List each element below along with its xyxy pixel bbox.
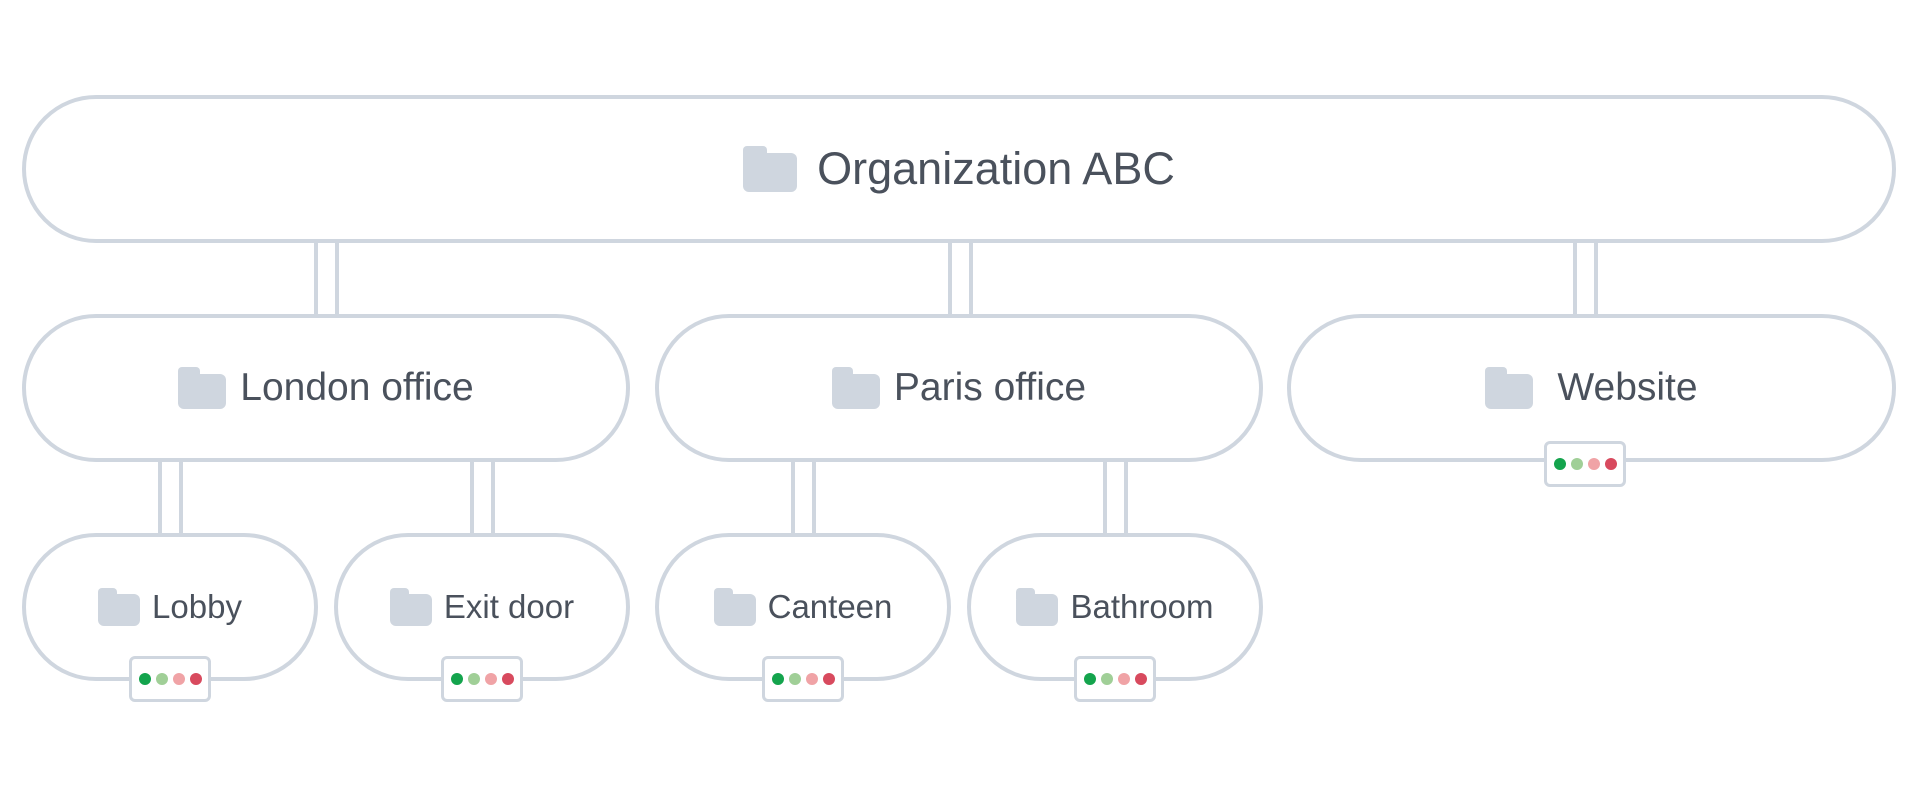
node-website[interactable]: Website bbox=[1287, 314, 1896, 462]
status-dot bbox=[138, 673, 151, 685]
node-label: Organization ABC bbox=[817, 143, 1175, 194]
status-dot bbox=[450, 673, 463, 685]
node-paris-office[interactable]: Paris office bbox=[655, 314, 1263, 462]
node-label: London office bbox=[240, 366, 474, 409]
status-indicator bbox=[441, 656, 523, 702]
folder-icon bbox=[1485, 367, 1534, 409]
node-label: Website bbox=[1557, 366, 1698, 409]
status-dot bbox=[1134, 673, 1147, 685]
status-dot bbox=[822, 673, 835, 685]
status-dot bbox=[155, 673, 168, 685]
status-dot bbox=[467, 673, 480, 685]
node-lobby[interactable]: Lobby bbox=[22, 533, 318, 681]
node-label: Bathroom bbox=[1070, 588, 1214, 625]
node-organization-abc[interactable]: Organization ABC bbox=[22, 95, 1896, 243]
folder-icon bbox=[743, 146, 798, 192]
node-label: Canteen bbox=[767, 588, 893, 625]
folder-icon bbox=[98, 588, 141, 626]
status-dot bbox=[501, 673, 514, 685]
status-dot bbox=[1604, 458, 1617, 470]
status-indicator bbox=[1074, 656, 1156, 702]
status-indicator bbox=[762, 656, 844, 702]
status-dot bbox=[1083, 673, 1096, 685]
folder-icon bbox=[1016, 588, 1059, 626]
node-london-office[interactable]: London office bbox=[22, 314, 630, 462]
status-dot bbox=[484, 673, 497, 685]
status-dot bbox=[1570, 458, 1583, 470]
status-dot bbox=[805, 673, 818, 685]
folder-icon bbox=[178, 367, 227, 409]
status-dot bbox=[1553, 458, 1566, 470]
status-dot bbox=[189, 673, 202, 685]
folder-icon bbox=[713, 588, 756, 626]
node-label: Paris office bbox=[893, 366, 1087, 409]
status-dot bbox=[788, 673, 801, 685]
folder-icon bbox=[831, 367, 880, 409]
status-dot bbox=[1587, 458, 1600, 470]
status-dot bbox=[172, 673, 185, 685]
node-label: Exit door bbox=[443, 588, 575, 625]
status-dot bbox=[771, 673, 784, 685]
node-label: Lobby bbox=[152, 588, 242, 625]
folder-icon bbox=[389, 588, 432, 626]
status-dot bbox=[1100, 673, 1113, 685]
status-indicator bbox=[129, 656, 211, 702]
status-indicator bbox=[1544, 441, 1626, 487]
status-dot bbox=[1117, 673, 1130, 685]
